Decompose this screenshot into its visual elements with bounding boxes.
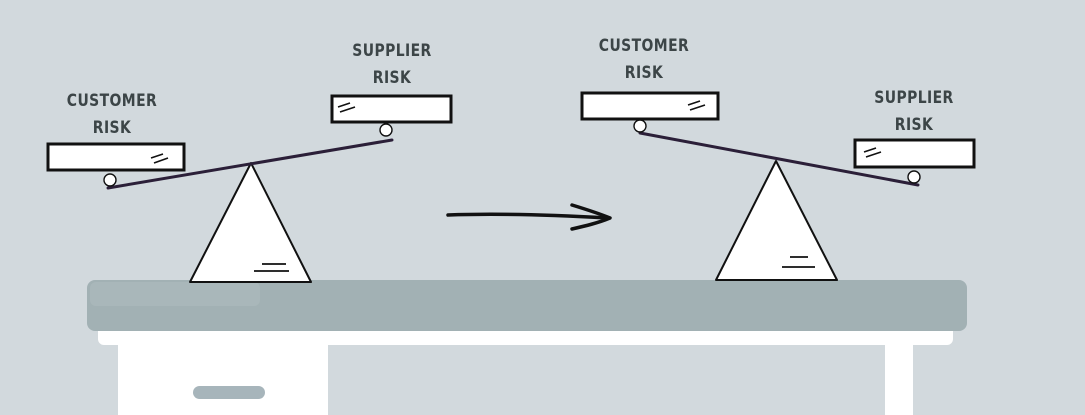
label-line-2: RISK (92, 118, 132, 138)
weight-mark (150, 153, 164, 159)
label-line-1: SUPPLIER (352, 41, 432, 61)
table-top (87, 280, 967, 331)
right-customer-risk-label: CUSTOMER RISK (595, 33, 693, 87)
right-supplier-risk-label: SUPPLIER RISK (865, 85, 963, 139)
right-beam-ball-right (907, 170, 921, 184)
left-beam-ball-right (379, 123, 393, 137)
label-line-2: RISK (624, 63, 664, 83)
left-supplier-risk-label: SUPPLIER RISK (343, 38, 441, 92)
label-line-1: CUSTOMER (66, 91, 158, 111)
right-supplier-weight (853, 138, 976, 169)
arrow-right-icon (446, 203, 612, 231)
left-beam (106, 138, 394, 190)
weight-mark (687, 100, 701, 106)
right-seesaw (580, 91, 976, 281)
label-line-1: SUPPLIER (874, 88, 954, 108)
right-beam-ball-left (633, 119, 647, 133)
weight-mark (863, 147, 877, 153)
drawer-handle (193, 386, 265, 399)
left-seesaw (46, 94, 453, 283)
weight-mark (689, 104, 706, 111)
left-customer-risk-label: CUSTOMER RISK (63, 88, 161, 142)
weight-mark (153, 157, 169, 164)
weight-mark (337, 102, 351, 108)
weight-mark (865, 151, 882, 158)
left-beam-ball-left (103, 173, 117, 187)
label-line-1: CUSTOMER (598, 36, 690, 56)
table-leg-left (118, 338, 328, 415)
weight-mark (339, 106, 356, 113)
table-top-highlight (90, 282, 260, 306)
right-fulcrum (715, 160, 838, 281)
left-fulcrum (189, 162, 312, 283)
right-customer-weight (580, 91, 720, 121)
right-beam (638, 131, 920, 187)
table-leg-right (885, 338, 913, 415)
left-customer-weight (46, 142, 186, 172)
table (87, 280, 967, 415)
left-supplier-weight (330, 94, 453, 124)
label-line-2: RISK (894, 115, 934, 135)
label-line-2: RISK (372, 68, 412, 88)
